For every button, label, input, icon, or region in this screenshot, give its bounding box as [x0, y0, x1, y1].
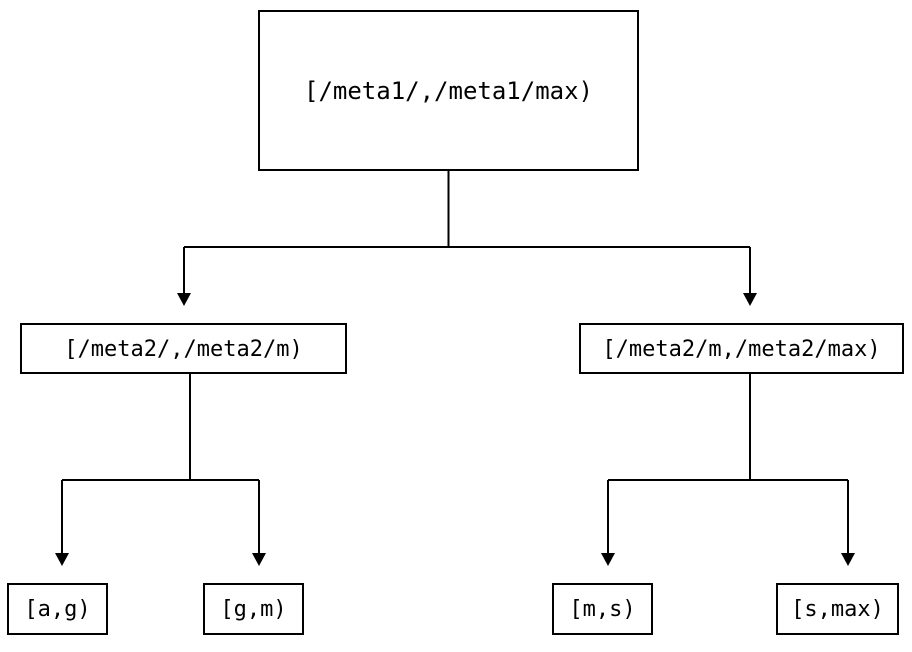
node-left-child[interactable]: [/meta2/,/meta2/m) [20, 323, 347, 374]
node-right-child[interactable]: [/meta2/m,/meta2/max) [579, 323, 904, 374]
node-left-child-label: [/meta2/,/meta2/m) [64, 337, 302, 362]
edge-root-to-children [177, 170, 757, 306]
arrow-head-right-to-s-max [841, 553, 855, 566]
arrow-head-left-to-a-g [55, 553, 69, 566]
arrow-head-root-to-left-child [177, 293, 191, 306]
node-leaf-m-s[interactable]: [m,s) [552, 583, 653, 635]
node-leaf-a-g[interactable]: [a,g) [7, 583, 108, 635]
node-right-child-label: [/meta2/m,/meta2/max) [602, 337, 880, 362]
node-leaf-m-s-label: [m,s) [569, 597, 635, 622]
node-leaf-g-m-label: [g,m) [220, 597, 286, 622]
node-leaf-g-m[interactable]: [g,m) [203, 583, 304, 635]
node-right-child-box[interactable] [579, 323, 904, 374]
arrow-head-left-to-g-m [252, 553, 266, 566]
node-left-child-box[interactable] [20, 323, 347, 374]
node-leaf-s-max-box[interactable] [776, 583, 899, 635]
node-leaf-m-s-box[interactable] [552, 583, 653, 635]
node-leaf-s-max-label: [s,max) [791, 597, 884, 622]
edge-left-child-to-leaves [55, 373, 266, 566]
node-leaf-a-g-label: [a,g) [24, 597, 90, 622]
arrow-head-root-to-right-child [743, 293, 757, 306]
node-leaf-s-max[interactable]: [s,max) [776, 583, 899, 635]
node-root[interactable]: [/meta1/,/meta1/max) [258, 10, 639, 171]
node-leaf-a-g-box[interactable] [7, 583, 108, 635]
edge-right-child-to-leaves [601, 373, 855, 566]
node-root-box[interactable] [258, 10, 639, 171]
arrow-head-right-to-m-s [601, 553, 615, 566]
node-leaf-g-m-box[interactable] [203, 583, 304, 635]
node-root-label: [/meta1/,/meta1/max) [304, 77, 593, 105]
